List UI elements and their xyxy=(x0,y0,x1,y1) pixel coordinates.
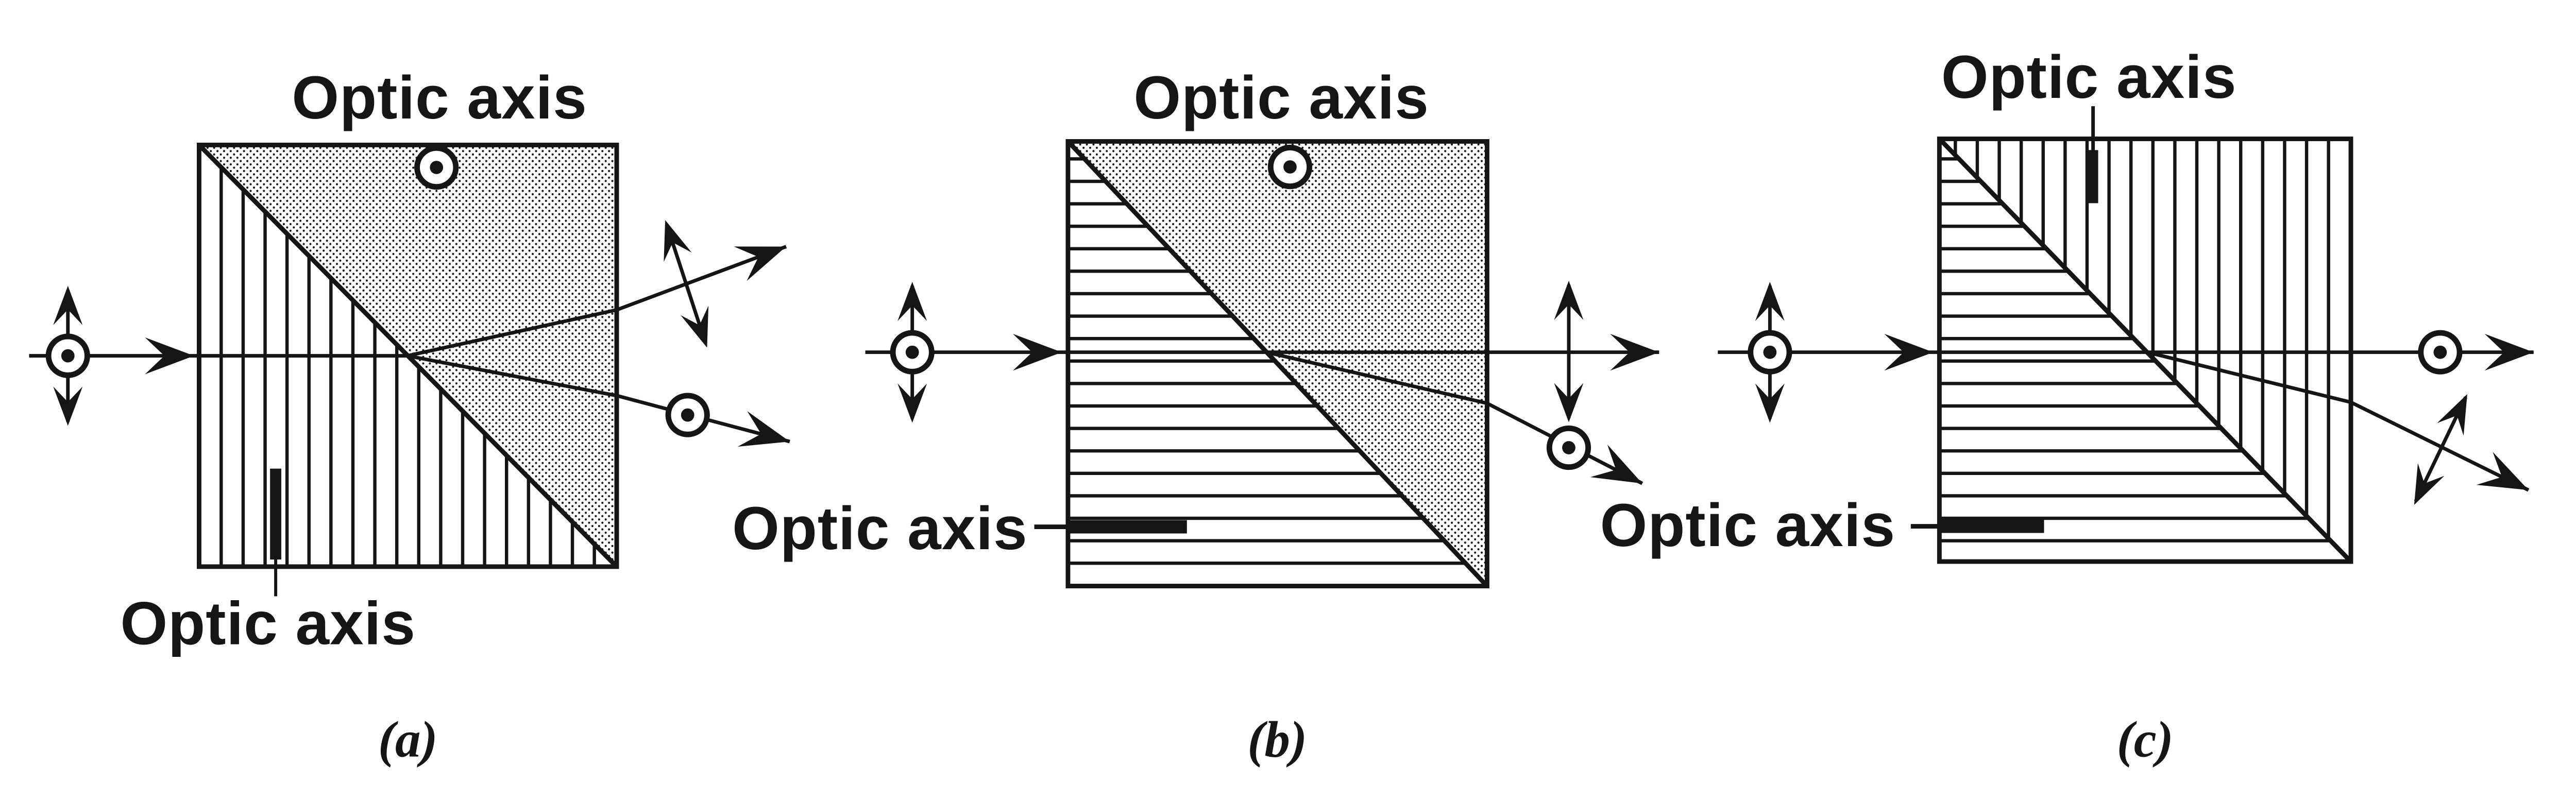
panel-c-prism-square xyxy=(1937,137,2353,564)
panel-c-input-dot xyxy=(1763,345,1777,359)
panel-a-caption: (a) xyxy=(378,711,438,768)
panel-b-optic-axis-label-top: Optic axis xyxy=(1133,63,1429,131)
panel-b-deflected-output-ray xyxy=(1266,350,1643,485)
panel-b-input-dot xyxy=(905,345,919,359)
panel-b-caption: (b) xyxy=(1247,711,1307,768)
panel-c-straight-output-dot xyxy=(2433,345,2447,359)
panel-b-optic-axis-marker-bar xyxy=(1067,520,1187,534)
panel-a-upper-output-double-arrow xyxy=(665,224,707,344)
panel-b-optic-axis-dot xyxy=(1283,160,1297,174)
panel-b: Optic axis Optic axis (b) xyxy=(732,63,1659,768)
panel-c-prism-diagonal xyxy=(1939,138,2352,563)
panel-c-deflected-output-ray xyxy=(2146,350,2530,492)
panel-b-prism-square xyxy=(1065,139,1489,588)
panel-a-optic-axis-label-top: Optic axis xyxy=(292,63,587,131)
panel-a-optic-axis-label-bottom: Optic axis xyxy=(120,589,415,657)
panel-a-lower-output-dot xyxy=(681,408,694,422)
panel-b-optic-axis-label-left: Optic axis xyxy=(732,494,1027,562)
panel-a-input-dot xyxy=(61,349,75,363)
panel-a-upper-output-ray xyxy=(406,245,787,358)
panel-a-optic-axis-marker-bar xyxy=(270,468,281,560)
panel-a: Optic axis Optic axis (a) xyxy=(29,63,795,768)
panel-c-optic-axis-label-top: Optic axis xyxy=(1941,43,2236,111)
panel-c-optic-axis-marker-bar-top xyxy=(2088,150,2098,204)
panel-c-optic-axis-label-left: Optic axis xyxy=(1600,491,1895,559)
panel-a-lower-output-ray xyxy=(407,354,790,444)
panel-c: Optic axis Optic axis (c) xyxy=(1600,43,2537,768)
panel-c-optic-axis-marker-bar-left xyxy=(1939,519,2044,533)
panel-a-optic-axis-dot xyxy=(430,161,444,174)
panel-b-deflected-output-dot xyxy=(1562,441,1575,454)
panel-c-caption: (c) xyxy=(2117,711,2174,768)
panel-b-prism-diagonal xyxy=(1067,141,1488,587)
